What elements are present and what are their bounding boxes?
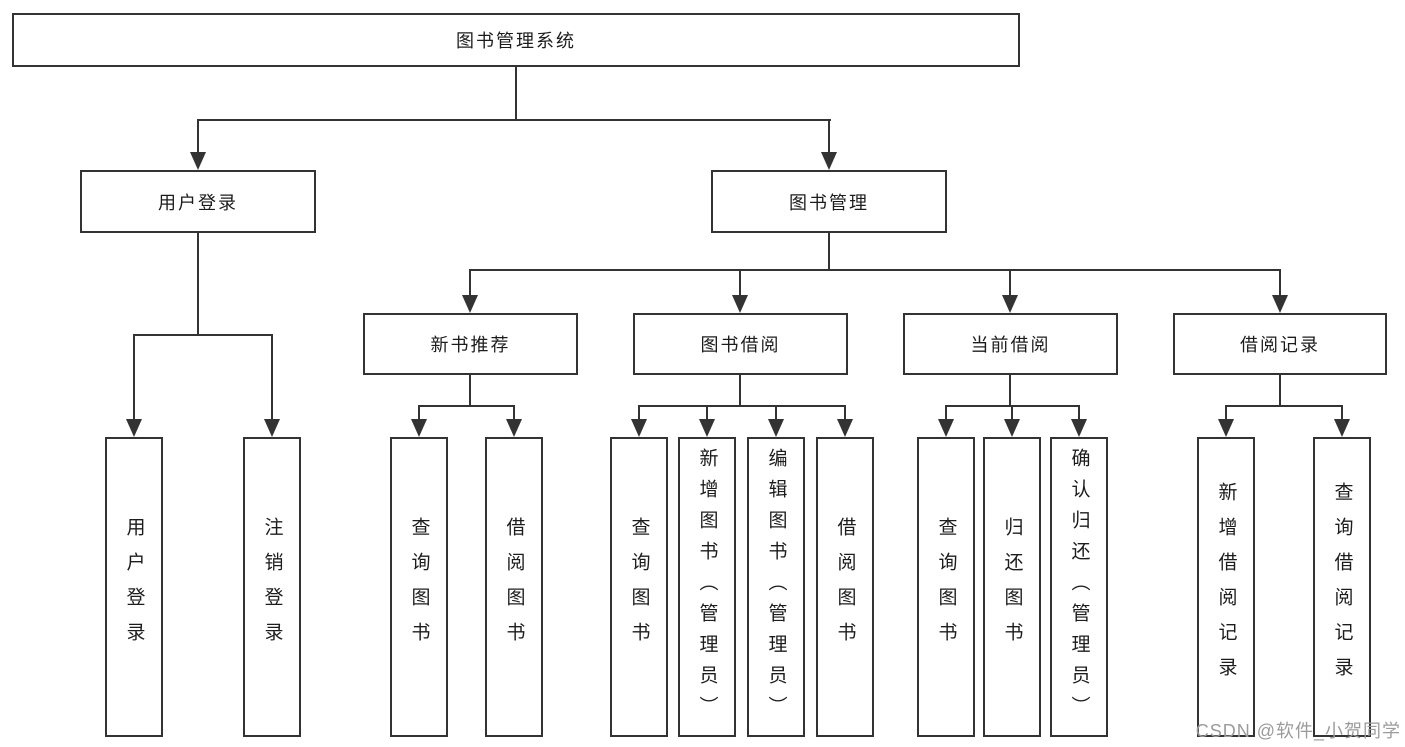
node-new-book-recommendation: 新书推荐 <box>363 313 578 375</box>
node-edit-books-admin: 编辑图书（管理员） <box>747 437 805 737</box>
node-label: 查询图书 <box>935 517 957 657</box>
node-book-management: 图书管理 <box>711 170 947 233</box>
arrowhead-down-icon <box>411 407 427 437</box>
connector-book-management-vline <box>828 233 830 270</box>
arrowhead-down-icon <box>126 336 142 437</box>
node-library-management-system: 图书管理系统 <box>12 13 1020 67</box>
node-label: 借阅图书 <box>834 517 856 657</box>
node-borrowing-records: 借阅记录 <box>1173 313 1387 375</box>
arrowhead-down-icon <box>837 407 853 437</box>
node-label: 查询图书 <box>628 517 650 657</box>
connector-book-management-hline <box>469 269 1281 271</box>
arrowhead-down-icon <box>768 407 784 437</box>
connector-root-vline <box>515 67 517 120</box>
node-label: 查询借阅记录 <box>1331 482 1353 692</box>
arrowhead-down-icon <box>631 407 647 437</box>
arrowhead-down-icon <box>1218 407 1234 437</box>
node-label: 图书借阅 <box>700 335 781 355</box>
node-label: 用户登录 <box>158 192 238 213</box>
node-return-books: 归还图书 <box>983 437 1041 737</box>
node-label: 用户登录 <box>123 517 145 657</box>
node-label: 新增借阅记录 <box>1215 482 1237 692</box>
arrowhead-down-icon <box>1002 271 1018 313</box>
connector-borrow-record-hline <box>1225 405 1343 407</box>
arrowhead-down-icon <box>1071 407 1087 437</box>
node-label: 归还图书 <box>1001 517 1023 657</box>
node-label: 注销登录 <box>261 517 283 657</box>
connector-user-login-hline <box>133 334 273 336</box>
node-user-login-leaf: 用户登录 <box>105 437 163 737</box>
arrowhead-down-icon <box>1004 407 1020 437</box>
node-label: 编辑图书（管理员） <box>765 447 787 727</box>
node-query-books: 查询图书 <box>610 437 668 737</box>
arrowhead-down-icon <box>938 407 954 437</box>
connector-book-borrow-hline <box>638 405 846 407</box>
arrowhead-down-icon <box>1272 271 1288 313</box>
node-label: 当前借阅 <box>970 335 1051 355</box>
arrowhead-down-icon <box>1334 407 1350 437</box>
node-label: 查询图书 <box>408 517 430 657</box>
connector-new-book-vline <box>469 375 471 406</box>
node-label: 借阅记录 <box>1240 335 1320 355</box>
connector-user-login-vline <box>197 233 199 335</box>
node-book-borrowing: 图书借阅 <box>633 313 848 375</box>
node-current-borrowing: 当前借阅 <box>903 313 1118 375</box>
connector-borrow-record-vline <box>1279 375 1281 406</box>
arrowhead-down-icon <box>190 121 206 170</box>
node-label: 图书管理 <box>789 192 869 213</box>
arrowhead-down-icon <box>264 336 280 437</box>
node-confirm-return-admin: 确认归还（管理员） <box>1050 437 1108 737</box>
arrowhead-down-icon <box>699 407 715 437</box>
node-label: 图书管理系统 <box>456 31 576 51</box>
arrowhead-down-icon <box>506 407 522 437</box>
node-label: 借阅图书 <box>503 517 525 657</box>
node-borrow-books: 借阅图书 <box>816 437 874 737</box>
node-query-borrow-record: 查询借阅记录 <box>1313 437 1371 737</box>
node-label: 新增图书（管理员） <box>696 447 718 727</box>
node-label: 新书推荐 <box>430 335 511 355</box>
connector-current-borrow-hline <box>945 405 1080 407</box>
node-user-login: 用户登录 <box>80 170 316 233</box>
arrowhead-down-icon <box>821 121 837 170</box>
connector-current-borrow-vline <box>1009 375 1011 406</box>
node-borrow-books: 借阅图书 <box>485 437 543 737</box>
connector-root-hline <box>197 119 831 121</box>
node-label: 确认归还（管理员） <box>1068 447 1090 727</box>
arrowhead-down-icon <box>732 271 748 313</box>
node-add-books-admin: 新增图书（管理员） <box>678 437 736 737</box>
node-logout: 注销登录 <box>243 437 301 737</box>
connector-new-book-hline <box>418 405 515 407</box>
node-add-borrow-record: 新增借阅记录 <box>1197 437 1255 737</box>
node-query-books: 查询图书 <box>390 437 448 737</box>
connector-book-borrow-vline <box>739 375 741 406</box>
arrowhead-down-icon <box>462 271 478 313</box>
node-query-books: 查询图书 <box>917 437 975 737</box>
